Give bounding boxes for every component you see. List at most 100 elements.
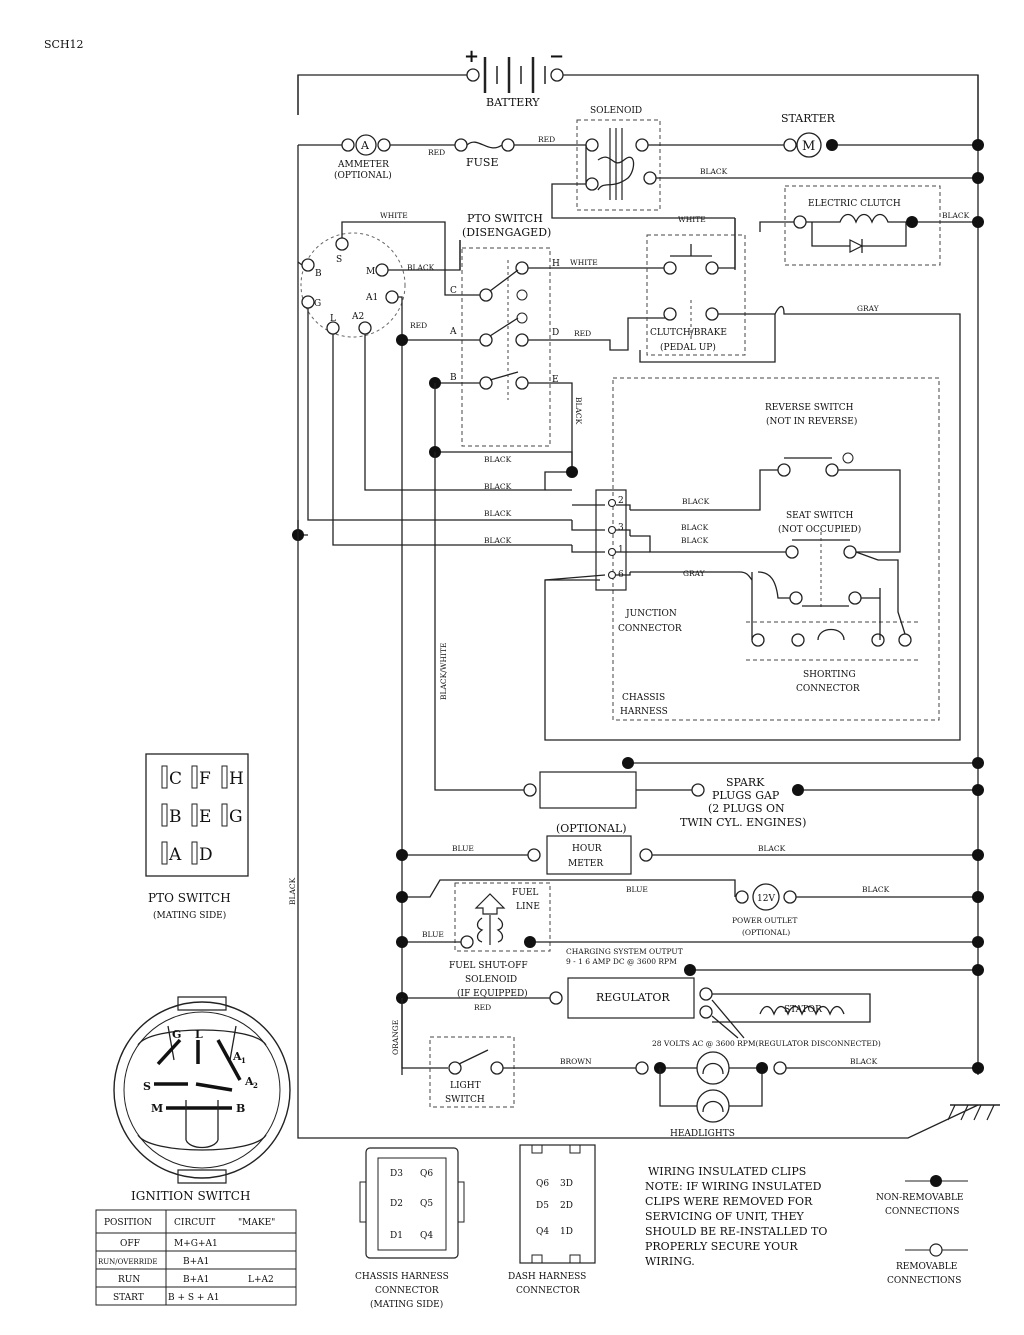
ign-face-a2-sub: 2 bbox=[253, 1081, 258, 1090]
regulator: REGULATOR bbox=[549, 977, 713, 1019]
ignition-switch-face: G L A 1 S A 2 M B IGNITION SWITCH bbox=[113, 996, 291, 1203]
stator-label: STATOR bbox=[784, 1005, 822, 1015]
dc-pin-q4: Q4 bbox=[536, 1227, 549, 1237]
light-switch: LIGHT SWITCH bbox=[429, 1036, 515, 1108]
hour-meter-optional: (OPTIONAL) bbox=[556, 822, 627, 835]
charging-l1: CHARGING SYSTEM OUTPUT bbox=[566, 947, 683, 956]
cc-pin-q5: Q5 bbox=[420, 1199, 433, 1209]
page-code: SCH12 bbox=[44, 38, 84, 51]
ign-face-a1-sub: 1 bbox=[241, 1056, 246, 1065]
reverse-switch-label: REVERSE SWITCH bbox=[765, 403, 854, 413]
table-row-start-pos: START bbox=[113, 1293, 144, 1303]
chassis-conn-l2: CONNECTOR bbox=[375, 1286, 439, 1296]
wire-black-14: BLACK bbox=[850, 1057, 878, 1066]
wire-gray-1: GRAY bbox=[857, 304, 880, 313]
pto-term-b: B bbox=[450, 373, 457, 383]
fuse: FUSE bbox=[454, 138, 515, 169]
wire-black-11: BLACK bbox=[484, 536, 512, 545]
cc-pin-q4: Q4 bbox=[420, 1231, 433, 1241]
dc-pin-3d: 3D bbox=[560, 1179, 573, 1189]
note-l1: WIRING INSULATED CLIPS bbox=[648, 1165, 806, 1178]
pto-switch-label: PTO SWITCH bbox=[467, 212, 543, 225]
pto-mating-pin bbox=[161, 803, 168, 827]
spark-l1: SPARK bbox=[726, 776, 765, 789]
clutch-brake-sub: (PEDAL UP) bbox=[660, 342, 716, 353]
wire-black-13: BLACK bbox=[862, 885, 890, 894]
wire-white-3: WHITE bbox=[678, 215, 706, 224]
wire-black-7: BLACK bbox=[681, 523, 709, 532]
legend-rem-l1: REMOVABLE bbox=[896, 1262, 957, 1272]
chassis-harness-label1: CHASSIS bbox=[622, 693, 665, 703]
wire-red-3: RED bbox=[410, 321, 427, 330]
pto-mating-letter: F bbox=[199, 769, 211, 789]
fuel-solenoid-l3: (IF EQUIPPED) bbox=[457, 988, 528, 999]
pto-mating-letter: A bbox=[168, 845, 182, 865]
hour-meter: (OPTIONAL) HOUR METER bbox=[527, 822, 653, 875]
term-b: B bbox=[315, 269, 322, 279]
ign-face-b: B bbox=[236, 1102, 245, 1115]
pto-mating-l2: (MATING SIDE) bbox=[153, 910, 226, 921]
dc-pin-1d: 1D bbox=[560, 1227, 573, 1237]
pto-mating-pin bbox=[191, 765, 198, 789]
note-l2: NOTE: IF WIRING INSULATED bbox=[645, 1180, 822, 1193]
pto-mating-pin bbox=[191, 803, 198, 827]
table-row-run-pos: RUN bbox=[118, 1275, 140, 1285]
wire-black-white: BLACK/WHITE bbox=[439, 643, 448, 700]
pto-mating-letter: B bbox=[169, 807, 182, 827]
junction-label1: JUNCTION bbox=[625, 609, 677, 619]
pto-term-c: C bbox=[450, 286, 457, 296]
term-s: S bbox=[336, 255, 342, 265]
wire-red-4: RED bbox=[574, 329, 591, 338]
pto-mating-pin bbox=[221, 765, 228, 789]
clutch-brake: CLUTCH/BRAKE (PEDAL UP) bbox=[646, 234, 746, 356]
junction-label2: CONNECTOR bbox=[618, 624, 682, 634]
ign-face-a2: A bbox=[244, 1075, 254, 1088]
term-g: G bbox=[314, 299, 321, 309]
wire-black-3: BLACK bbox=[407, 263, 435, 272]
wire-black-4: BLACK bbox=[574, 397, 583, 425]
wire-black-8: BLACK bbox=[681, 536, 709, 545]
fuel-solenoid: FUEL LINE FUEL SHUT-OFF SOLENOID (IF EQU… bbox=[449, 882, 551, 999]
table-row-run-circuit: B+A1 bbox=[183, 1275, 209, 1285]
light-switch-l1: LIGHT bbox=[450, 1081, 481, 1091]
wire-black-12: BLACK bbox=[758, 844, 786, 853]
seat-switch-sub: (NOT OCCUPIED) bbox=[778, 524, 861, 535]
junction-pin-3: 3 bbox=[618, 523, 624, 533]
hour-meter-l1: HOUR bbox=[572, 844, 602, 854]
pto-mating-letter: G bbox=[229, 807, 243, 827]
electric-clutch-label: ELECTRIC CLUTCH bbox=[808, 199, 901, 209]
pto-mating-pin bbox=[161, 765, 168, 789]
non-removable-connection-icon bbox=[930, 1175, 942, 1187]
note-l6: PROPERLY SECURE YOUR bbox=[645, 1240, 798, 1253]
note-l7: WIRING. bbox=[645, 1255, 695, 1268]
cc-pin-d2: D2 bbox=[390, 1199, 403, 1209]
junction-pin-1: 1 bbox=[618, 545, 624, 555]
pto-mating-pin bbox=[161, 841, 168, 865]
ignition-unit bbox=[523, 771, 637, 809]
fuel-solenoid-l2: SOLENOID bbox=[465, 975, 517, 985]
clutch-brake-label: CLUTCH/BRAKE bbox=[650, 328, 727, 338]
term-m: M bbox=[366, 267, 375, 277]
legend-rem-l2: CONNECTIONS bbox=[887, 1276, 961, 1286]
table-header-make: "MAKE" bbox=[238, 1218, 275, 1228]
power-outlet-l2: (OPTIONAL) bbox=[742, 928, 790, 937]
wire-gray-2: GRAY bbox=[683, 569, 706, 578]
ammeter-symbol: A bbox=[360, 139, 370, 152]
legend-nonrem-l2: CONNECTIONS bbox=[885, 1207, 959, 1217]
note-l5: SHOULD BE RE-INSTALLED TO bbox=[645, 1225, 827, 1238]
dash-conn-l2: CONNECTOR bbox=[516, 1286, 580, 1296]
wire-blue-2: BLUE bbox=[626, 885, 648, 894]
junction-pin-2: 2 bbox=[618, 496, 624, 506]
dc-pin-d5: D5 bbox=[536, 1201, 549, 1211]
legend: NON-REMOVABLE CONNECTIONS REMOVABLE CONN… bbox=[876, 1175, 968, 1286]
stator: STATOR bbox=[712, 993, 871, 1023]
seat-switch: SEAT SWITCH (NOT OCCUPIED) bbox=[778, 511, 862, 610]
ignition-switch-label: IGNITION SWITCH bbox=[131, 1189, 250, 1203]
power-outlet-l1: POWER OUTLET bbox=[732, 916, 797, 925]
fuel-line-l1: FUEL bbox=[512, 888, 538, 898]
ground-icon bbox=[947, 1104, 1000, 1121]
shorting-label2: CONNECTOR bbox=[796, 684, 860, 694]
chassis-harness-connector: D3 Q6 D2 Q5 D1 Q4 CHASSIS HARNESS CONNEC… bbox=[355, 1147, 465, 1310]
electric-clutch: ELECTRIC CLUTCH bbox=[784, 185, 941, 266]
